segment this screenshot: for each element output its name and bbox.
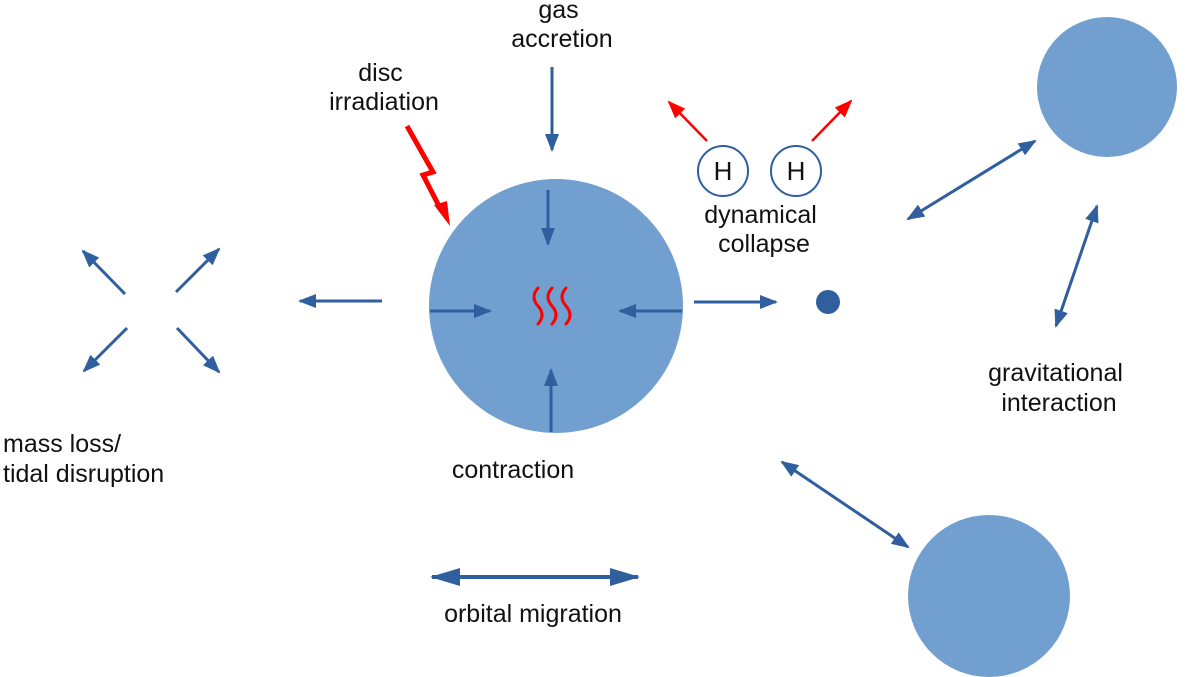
hydrogen-atom-right: [770, 145, 822, 197]
gravitational-interaction-line-2: interaction: [1001, 389, 1116, 417]
dynamical-collapse-line-2: collapse: [718, 230, 810, 258]
gravitational-arrow-lower: [780, 460, 910, 549]
mass-loss-line-1: mass loss/: [3, 430, 121, 458]
disc-irradiation-line-1: disc: [358, 59, 402, 87]
lightning-bolt-icon: [404, 124, 450, 226]
gravitational-interaction-line-1: gravitational: [988, 359, 1123, 387]
wavy-heat-lines-icon: [532, 286, 572, 326]
hydrogen-atom-left: [697, 145, 749, 197]
dynamical-collapse-line-1: dynamical: [704, 201, 817, 229]
planet-top-right: [1037, 17, 1177, 157]
dynamical-collapse-label: dynamical collapse: [704, 201, 824, 258]
disc-irradiation-line-2: irradiation: [329, 88, 439, 116]
hydrogen-symbol-left: H: [714, 156, 733, 186]
collapsed-core: [816, 290, 840, 314]
gravitational-arrow-upper: [906, 139, 1037, 221]
gas-accretion-line-2: accretion: [511, 25, 612, 53]
hydrogen-symbol-right: H: [787, 156, 806, 186]
central-planet: [429, 179, 683, 433]
hydrogen-escape-arrow-left: [667, 100, 708, 142]
gravitational-arrow-vertical: [1054, 204, 1099, 328]
disc-irradiation-label: disc irradiation: [329, 59, 439, 116]
gas-accretion-label: gas accretion: [511, 0, 612, 53]
gravitational-interaction-label: gravitational interaction: [988, 359, 1130, 417]
mass-loss-line-2: tidal disruption: [3, 460, 164, 488]
disruption-burst-arrows: [81, 247, 221, 374]
contraction-label: contraction: [452, 456, 574, 484]
mass-loss-label: mass loss/ tidal disruption: [3, 430, 164, 488]
planet-bottom-right: [908, 515, 1070, 677]
hydrogen-escape-arrow-right: [811, 99, 853, 142]
orbital-migration-label: orbital migration: [444, 600, 622, 628]
gas-accretion-line-1: gas: [538, 0, 578, 24]
